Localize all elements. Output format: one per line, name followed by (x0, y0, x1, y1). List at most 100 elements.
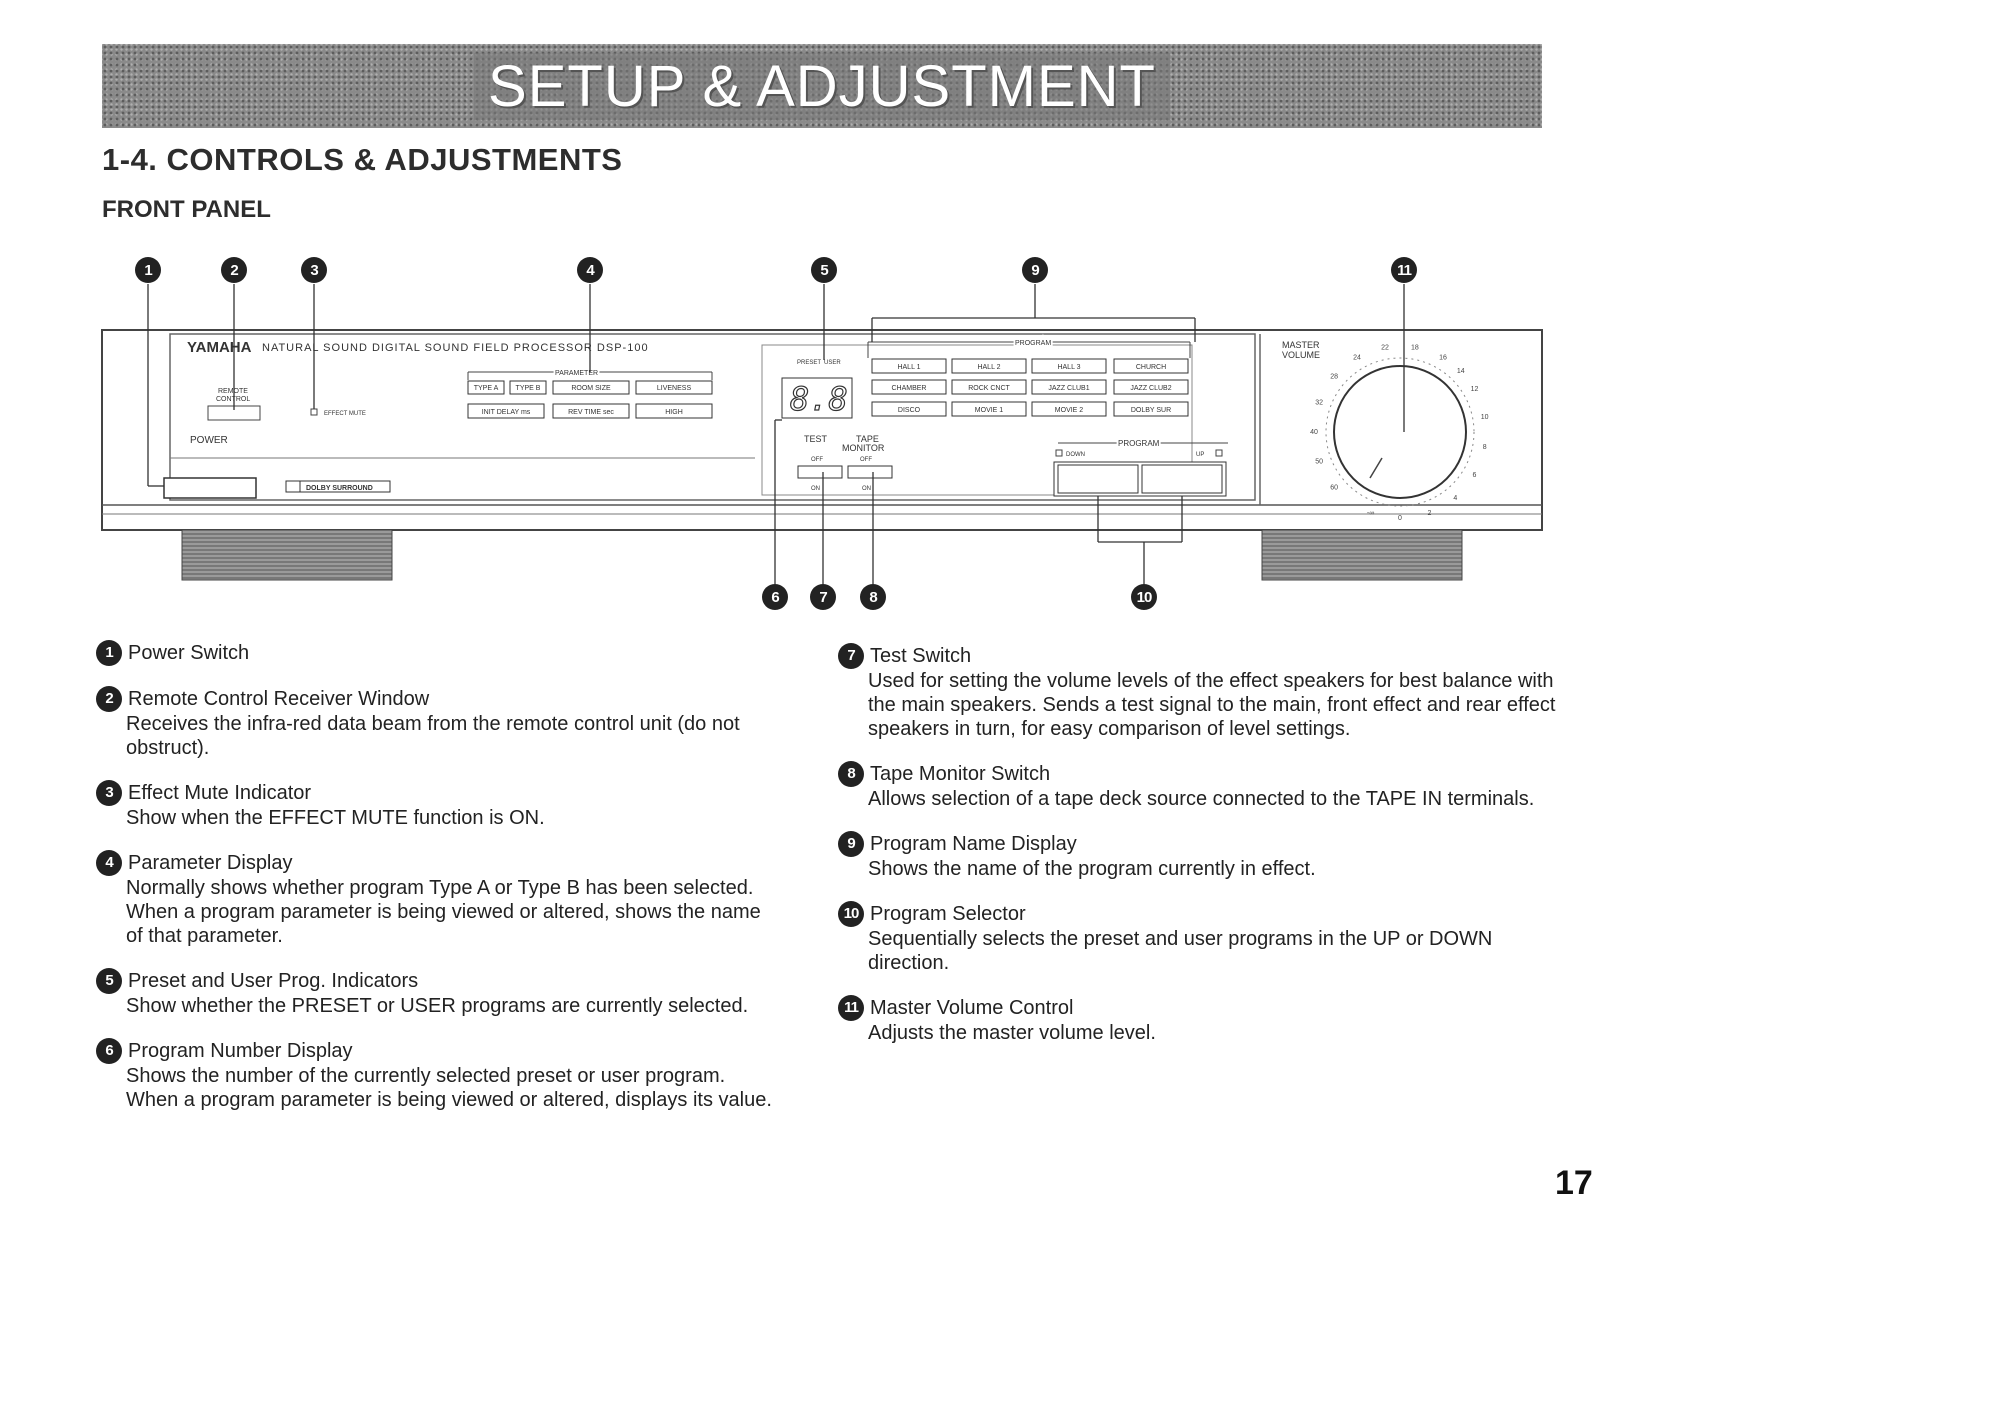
description-heading: 8 Tape Monitor Switch (838, 761, 1558, 787)
program-button-label-frame (871, 358, 947, 374)
program-button-label-frame (1113, 379, 1189, 395)
program-button-label: CHAMBER (891, 385, 926, 392)
banner-title: SETUP & ADJUSTMENT (474, 52, 1170, 120)
param-button-label: LIVENESS (657, 385, 692, 392)
item-title: Test Switch (870, 645, 972, 667)
volume-tick-label: 22 (1381, 344, 1389, 351)
program-button-label: ROCK CNCT (968, 385, 1010, 392)
off-label-1: OFF (811, 457, 823, 463)
program-number-digits: 8.8 (790, 380, 848, 418)
remote-label-1: REMOTE (218, 388, 248, 395)
program-button-label: HALL 3 (1057, 364, 1080, 371)
item-number-badge: 11 (838, 995, 864, 1021)
item-description: Adjusts the master volume level. (868, 1022, 1156, 1044)
item-number-badge: 2 (96, 686, 122, 712)
on-label-1: ON (811, 486, 820, 492)
item-title: Tape Monitor Switch (870, 763, 1051, 785)
volume-tick-label: 40 (1310, 429, 1318, 436)
program-button-label-frame (951, 358, 1027, 374)
off-label-2: OFF (860, 457, 872, 463)
volume-tick-label: 4 (1453, 495, 1457, 502)
program-button-label: MOVIE 1 (975, 407, 1004, 414)
item-description: Normally shows whether program Type A or… (126, 877, 761, 947)
program-button-label: MOVIE 2 (1055, 407, 1084, 414)
program-button-label-frame (1031, 401, 1107, 417)
program-button-label-frame (951, 379, 1027, 395)
param-button-label-frame (552, 380, 630, 395)
master-label-1: MASTER (1282, 340, 1320, 350)
power-switch (163, 477, 257, 499)
item-description: Shows the name of the program currently … (868, 858, 1316, 880)
program-button-label-frame (871, 401, 947, 417)
param-button-label-frame (509, 380, 547, 395)
program-button-label-frame (1113, 358, 1189, 374)
program-button-label: HALL 2 (977, 364, 1000, 371)
param-button-label-frame (635, 403, 713, 419)
item-title: Power Switch (128, 642, 250, 664)
program-selector-label: PROGRAM (1118, 439, 1160, 448)
item-number-badge: 10 (838, 901, 864, 927)
volume-tick-label: 18 (1411, 344, 1419, 351)
program-label: PROGRAM (1015, 340, 1051, 347)
up-label: UP (1196, 452, 1204, 458)
program-button-label: CHURCH (1136, 364, 1166, 371)
program-button-label: DISCO (898, 407, 921, 414)
program-down-button (1057, 464, 1139, 494)
item-description: Show whether the PRESET or USER programs… (126, 995, 749, 1017)
program-button-label: JAZZ CLUB2 (1130, 385, 1171, 392)
remote-label-2: CONTROL (216, 396, 250, 403)
volume-tick-label: 60 (1330, 484, 1338, 491)
callout-5: 5 (811, 257, 837, 283)
item-number-badge: 8 (838, 761, 864, 787)
param-button-label-frame (635, 380, 713, 395)
program-button-label-frame (951, 401, 1027, 417)
callout-11: 11 (1391, 257, 1417, 283)
callout-6: 6 (762, 584, 788, 610)
program-button-label-frame (1113, 401, 1189, 417)
program-button-label: JAZZ CLUB1 (1048, 385, 1089, 392)
volume-tick-label: -∞ (1367, 510, 1374, 517)
item-description: Show when the EFFECT MUTE function is ON… (126, 807, 545, 829)
param-button-label: INIT DELAY ms (482, 409, 531, 416)
callout-9: 9 (1022, 257, 1048, 283)
callout-3: 3 (301, 257, 327, 283)
callout-2: 2 (221, 257, 247, 283)
item-number-badge: 6 (96, 1038, 122, 1064)
volume-tick-label: 6 (1473, 472, 1477, 479)
preset-label: PRESET (797, 360, 821, 366)
volume-tick-label: 10 (1481, 414, 1489, 421)
subsection-title: FRONT PANEL (102, 196, 271, 223)
tape-monitor-switch (847, 465, 893, 479)
item-title: Effect Mute Indicator (128, 782, 312, 804)
item-description: Allows selection of a tape deck source c… (868, 788, 1535, 810)
program-button-label: HALL 1 (897, 364, 920, 371)
param-button-label: REV TIME sec (568, 409, 614, 416)
volume-tick-label: 24 (1353, 355, 1361, 362)
section-title: 1-4. CONTROLS & ADJUSTMENTS (102, 142, 623, 177)
item-description: Sequentially selects the preset and user… (868, 928, 1493, 974)
program-button-label-frame (1031, 379, 1107, 395)
param-button-label: TYPE B (516, 385, 541, 392)
volume-tick-label: 0 (1398, 515, 1402, 522)
param-button-label: ROOM SIZE (571, 385, 611, 392)
callout-1: 1 (135, 257, 161, 283)
volume-tick-label: 32 (1315, 400, 1323, 407)
callout-4: 4 (577, 257, 603, 283)
dolby-label: DOLBY SURROUND (306, 485, 373, 492)
volume-tick-label: 2 (1427, 510, 1431, 517)
item-description: Receives the infra-red data beam from th… (126, 713, 740, 759)
volume-tick-label: 28 (1330, 374, 1338, 381)
volume-tick-label: 8 (1483, 444, 1487, 451)
product-line-text: NATURAL SOUND DIGITAL SOUND FIELD PROCES… (262, 342, 649, 354)
callout-8: 8 (860, 584, 886, 610)
param-button-label-frame (467, 403, 545, 419)
